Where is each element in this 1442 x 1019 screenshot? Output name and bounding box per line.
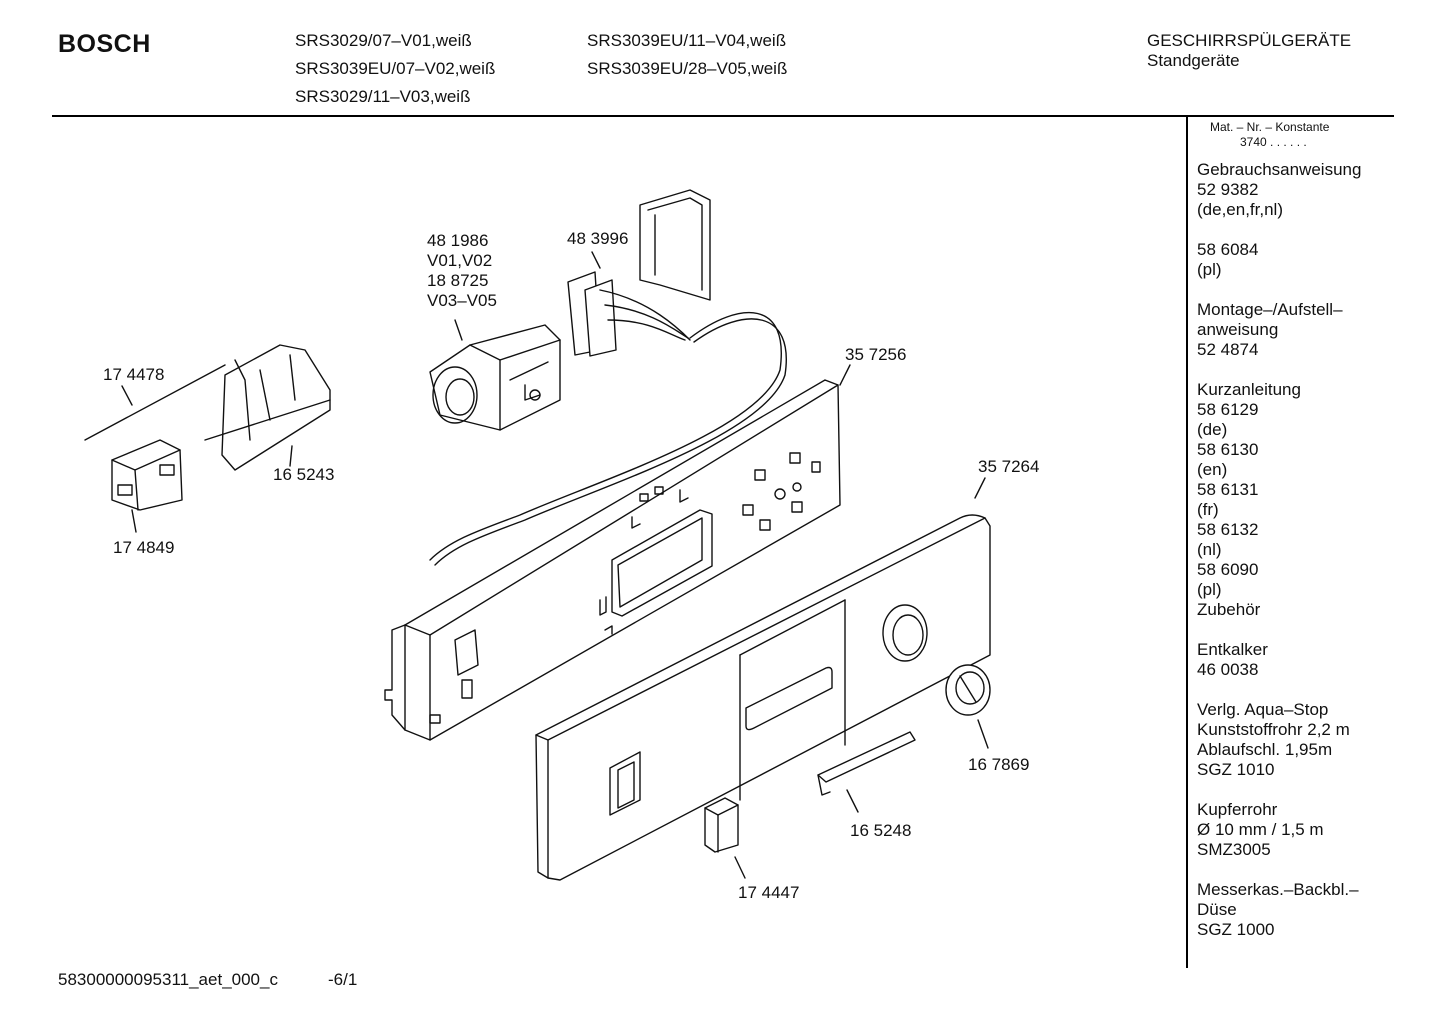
sidebar-line: (nl)	[1197, 540, 1222, 559]
sidebar-line: (de,en,fr,nl)	[1197, 200, 1283, 219]
sidebar-line: 58 6131	[1197, 480, 1259, 499]
mat-nr-label: Mat. – Nr. – Konstante	[1210, 120, 1330, 134]
sidebar-line: Düse	[1197, 900, 1237, 919]
sidebar-line: Montage–/Aufstell–	[1197, 300, 1343, 319]
callout-167869: 16 7869	[968, 755, 1030, 774]
sidebar-line: (fr)	[1197, 500, 1219, 519]
wire-part	[84, 364, 226, 441]
sidebar-line: SGZ 1000	[1197, 920, 1275, 939]
sidebar-line: 46 0038	[1197, 660, 1259, 679]
callout-481986: 48 1986 V01,V02 18 8725 V03–V05	[427, 231, 497, 310]
programmer-timer-part	[429, 324, 561, 431]
control-panel-frame-part	[384, 379, 841, 741]
mat-nr-value: 3740 . . . . . .	[1240, 135, 1307, 149]
document-id: 58300000095311_aet_000_c	[58, 970, 278, 989]
sidebar-divider	[1186, 116, 1188, 968]
sidebar-line: Verlg. Aqua–Stop	[1197, 700, 1329, 719]
knob-part	[945, 664, 991, 716]
model-line: SRS3039EU/28–V05,weiß	[587, 59, 788, 78]
model-line: SRS3039EU/11–V04,weiß	[587, 31, 787, 50]
light-pipe-part	[817, 731, 916, 796]
model-line: SRS3039EU/07–V02,weiß	[295, 59, 496, 78]
model-line: SRS3029/11–V03,weiß	[295, 87, 471, 106]
model-line: SRS3029/07–V01,weiß	[295, 31, 472, 50]
sidebar-line: Ablaufschl. 1,95m	[1197, 740, 1333, 759]
category-title: GESCHIRRSPÜLGERÄTE	[1147, 31, 1352, 50]
sidebar-line: (pl)	[1197, 260, 1222, 279]
connector-housing-part	[429, 189, 787, 566]
callout-165243: 16 5243	[273, 465, 335, 484]
sidebar-line: Entkalker	[1197, 640, 1268, 659]
subcategory-title: Standgeräte	[1147, 51, 1240, 70]
brand-logo: BOSCH	[58, 30, 151, 58]
sidebar-line: Kupferrohr	[1197, 800, 1278, 819]
sidebar-line: 52 4874	[1197, 340, 1259, 359]
callout-165248: 16 5248	[850, 821, 912, 840]
sidebar-line: SGZ 1010	[1197, 760, 1275, 779]
callout-174447: 17 4447	[738, 883, 800, 902]
sidebar-line: Ø 10 mm / 1,5 m	[1197, 820, 1324, 839]
exploded-parts-drawing	[84, 189, 991, 881]
switch-bracket-part	[204, 344, 331, 471]
callout-357256: 35 7256	[845, 345, 907, 364]
sidebar-line: (pl)	[1197, 580, 1222, 599]
leader-lines	[121, 251, 989, 879]
callout-483996: 48 3996	[567, 229, 629, 248]
header-divider	[52, 115, 1394, 117]
sidebar-line: anweisung	[1197, 320, 1279, 339]
sidebar-line: (en)	[1197, 460, 1228, 479]
callout-174849: 17 4849	[113, 538, 175, 557]
sidebar-line: Gebrauchsanweisung	[1197, 160, 1362, 179]
sidebar-line: 52 9382	[1197, 180, 1259, 199]
switch-block-part	[111, 439, 183, 511]
sidebar-line: (de)	[1197, 420, 1228, 439]
sidebar-line: Kunststoffrohr 2,2 m	[1197, 720, 1350, 739]
front-panel-part	[535, 514, 991, 881]
sidebar-line: 58 6084	[1197, 240, 1259, 259]
sidebar-line: SMZ3005	[1197, 840, 1271, 859]
callout-174478: 17 4478	[103, 365, 165, 384]
sidebar-line: 58 6129	[1197, 400, 1259, 419]
sidebar-line: Messerkas.–Backbl.–	[1197, 880, 1359, 899]
sidebar-line: 58 6090	[1197, 560, 1259, 579]
page-number: -6/1	[328, 970, 358, 989]
sidebar-line: 58 6130	[1197, 440, 1259, 459]
sidebar-line: 58 6132	[1197, 520, 1259, 539]
sidebar-line: Kurzanleitung	[1197, 380, 1301, 399]
sidebar-group: 58 6084(pl)	[1197, 240, 1387, 280]
button-part	[704, 797, 739, 853]
callout-357264: 35 7264	[978, 457, 1040, 476]
sidebar-line: Zubehör	[1197, 600, 1261, 619]
